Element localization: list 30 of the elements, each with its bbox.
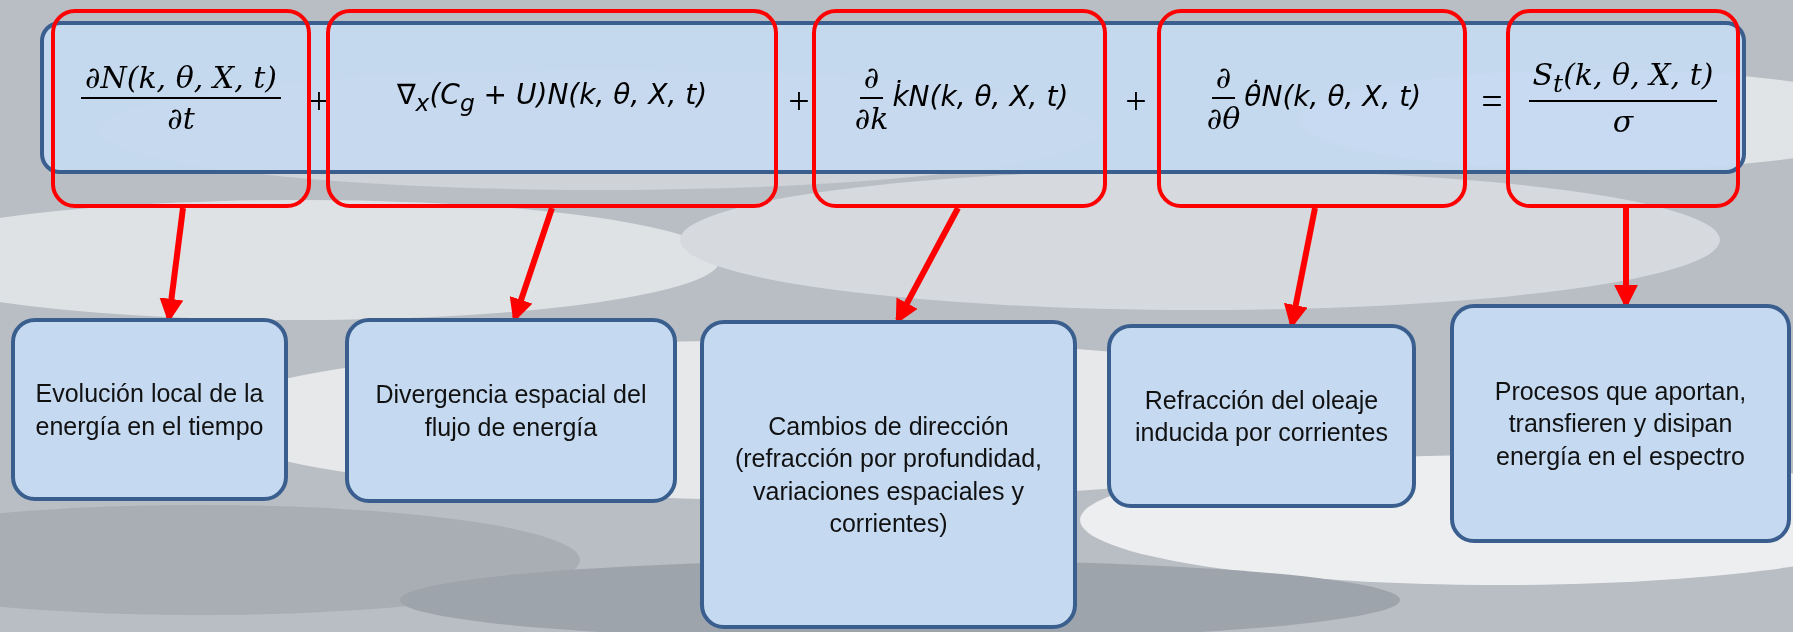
math-operator: = — [1481, 79, 1503, 123]
description-box — [11, 318, 288, 501]
equation-band — [40, 21, 1746, 174]
description-box — [700, 320, 1077, 629]
term-highlight-box — [812, 9, 1107, 208]
description-text: Refracción del oleaje inducida por corrientes — [1134, 384, 1389, 448]
term-highlight-box — [1157, 9, 1467, 208]
description-text: Evolución local de la energía en el tiempo — [34, 378, 265, 442]
term-highlight-box — [1506, 9, 1740, 208]
fraction-numerator: ∂ — [859, 59, 884, 99]
math-term: ∇$_{x}$(C$_{g}$ + U)N(k, θ, X, t) — [396, 77, 708, 119]
fraction-numerator: ∂ — [1211, 59, 1236, 99]
fraction-denominator: ∂k — [853, 99, 890, 136]
math-operator: + — [1125, 79, 1147, 123]
fraction-numerator: ∂N(k, θ, X, t) — [80, 59, 281, 99]
term-highlight-box — [326, 9, 778, 208]
math-operator: + — [788, 79, 810, 123]
math-term: k̇N(k, θ, X, t) — [892, 79, 1069, 116]
description-text: Cambios de dirección (refracción por profundidad, variaciones espaciales y corrientes) — [733, 410, 1044, 539]
description-box — [1107, 324, 1416, 508]
description-box — [1450, 304, 1791, 543]
fraction-denominator: ∂θ — [1205, 99, 1242, 136]
fraction-denominator: σ — [1611, 102, 1635, 139]
description-text: Procesos que aportan, transfieren y disipan energía en el espectro — [1493, 375, 1748, 472]
description-box — [345, 318, 677, 503]
fraction-denominator: ∂t — [166, 99, 196, 136]
description-text: Divergencia espacial del flujo de energía — [374, 379, 648, 443]
fraction-numerator: S$_{t}$(k, θ, X, t) — [1528, 56, 1718, 102]
term-highlight-box — [51, 9, 311, 208]
math-term: θ̇N(k, θ, X, t) — [1244, 78, 1422, 116]
